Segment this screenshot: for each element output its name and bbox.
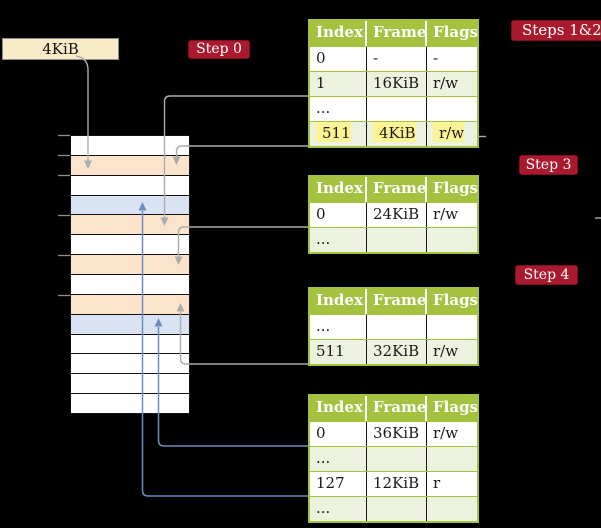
column-header: Index	[310, 177, 367, 202]
table-cell	[367, 97, 427, 121]
memory-frame-row	[71, 155, 189, 176]
table-cell	[427, 228, 477, 252]
column-header: Index	[310, 289, 367, 314]
memory-frame-row	[71, 275, 189, 295]
table-cell: 24KiB	[367, 203, 427, 227]
table-cell	[367, 497, 427, 521]
memory-frame-row	[71, 195, 189, 216]
table-cell: 32KiB	[367, 340, 427, 364]
table-cell: 16KiB	[367, 72, 427, 96]
table-cell: 0	[310, 47, 367, 71]
highlighted-value: 4KiB	[373, 122, 416, 142]
table-cell: ...	[310, 97, 367, 121]
table-cell: 511	[310, 122, 367, 146]
memory-frame-row	[71, 255, 189, 276]
table-cell: 4KiB	[367, 122, 427, 146]
memory-frame-row	[71, 235, 189, 256]
column-header: Flags	[433, 23, 478, 41]
table-cell: 511	[310, 340, 367, 364]
arrow-l3-entry511-to-frame-32kib	[176, 303, 308, 365]
table-cell	[427, 447, 477, 471]
page-size-box: 4KiB	[2, 38, 119, 60]
table-cell: r/w	[433, 74, 459, 92]
table-cell: ...	[310, 315, 367, 339]
table-cell	[427, 497, 477, 521]
column-header: Index	[310, 396, 367, 421]
memory-frame-row	[71, 374, 189, 395]
table-cell: r/w	[433, 424, 459, 442]
table-cell: 36KiB	[367, 422, 427, 446]
memory-frame-row	[71, 215, 189, 236]
memory-frame-row	[71, 294, 189, 315]
table-row: ...	[310, 496, 477, 521]
table-cell: 0	[310, 422, 367, 446]
table-cell: 12KiB	[367, 472, 427, 496]
table-cell: 1	[310, 72, 367, 96]
memory-frame-row	[71, 314, 189, 335]
table-cell: -	[367, 47, 427, 71]
column-header: Frame	[367, 289, 427, 314]
highlighted-value: r/w	[433, 122, 465, 142]
table-cell: 0	[310, 203, 367, 227]
table-row: ...	[310, 96, 477, 121]
table-cell: 127	[310, 472, 367, 496]
table-row: ...	[310, 446, 477, 471]
highlighted-value: 511	[316, 122, 351, 142]
table-cell	[427, 97, 477, 121]
memory-frame-row	[71, 394, 189, 414]
table-cell: r	[433, 474, 441, 492]
column-header: Flags	[433, 179, 478, 197]
table-cell: r/w	[433, 205, 459, 223]
arrow-l2-entry0-to-frame-24kib	[174, 226, 308, 265]
table-cell: ...	[310, 497, 367, 521]
badge-step-4: Step 4	[515, 265, 578, 285]
table-cell	[367, 228, 427, 252]
memory-column	[70, 135, 190, 414]
table-cell	[367, 447, 427, 471]
table-cell: ...	[310, 228, 367, 252]
table-cell: ...	[310, 447, 367, 471]
badge-steps-1-2: Steps 1&2	[511, 20, 601, 41]
badge-step-0: Step 0	[188, 40, 250, 59]
table-row: 511 4KiB r/w	[310, 121, 477, 146]
table-cell: r/w	[427, 122, 477, 146]
column-header: Frame	[367, 177, 427, 202]
column-header: Flags	[433, 398, 478, 416]
column-header: Flags	[433, 291, 478, 309]
memory-frame-row	[71, 175, 189, 196]
badge-step-3: Step 3	[519, 155, 578, 175]
table-row: 0--	[310, 46, 477, 71]
tick-marks	[58, 134, 70, 297]
table-row: ...	[310, 227, 477, 252]
memory-frame-row	[71, 136, 189, 156]
cropped-line-stubs	[479, 135, 601, 219]
column-header: Index	[310, 21, 367, 46]
column-header: Frame	[367, 21, 427, 46]
memory-frame-row	[71, 354, 189, 375]
table-cell	[427, 315, 477, 339]
table-cell: -	[433, 49, 439, 67]
table-row: ...	[310, 314, 477, 339]
table-cell	[367, 315, 427, 339]
column-header: Frame	[367, 396, 427, 421]
table-cell: r/w	[433, 342, 459, 360]
arrow-l1-entry511-to-frame-4kib	[172, 145, 308, 165]
memory-frame-row	[71, 334, 189, 355]
